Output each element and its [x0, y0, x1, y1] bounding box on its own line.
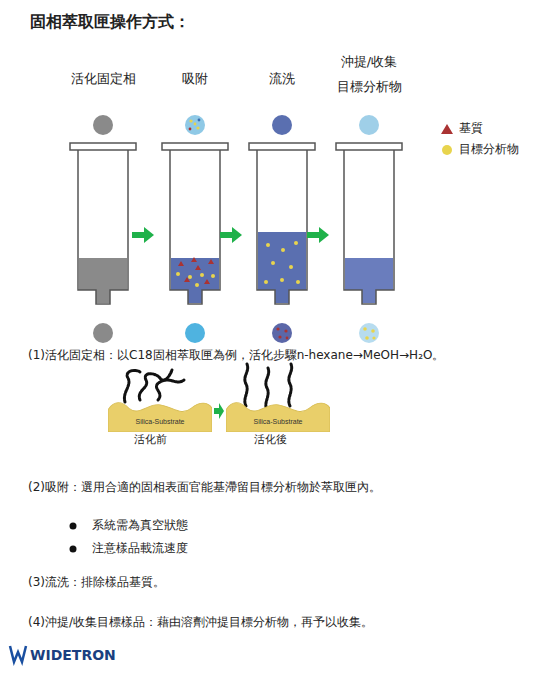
step-label: 流洗 — [269, 71, 295, 87]
legend-text: 目標分析物 — [459, 142, 519, 157]
silica-substrate: Silica-Substrate — [226, 398, 330, 432]
logo-text: WIDETRON — [30, 647, 116, 665]
silica-substrate: Silica-Substrate — [108, 398, 212, 432]
node-text: Silica-Substrate — [226, 418, 330, 425]
step-label: 沖提/收集 目標分析物 — [333, 50, 405, 99]
step-note: (1)活化固定相：以C18固相萃取匣為例，活化步驟n-hexane→MeOH→H… — [28, 348, 444, 363]
step-note: (3)流洗：排除樣品基質。 — [28, 575, 165, 590]
node-text: Silica-Substrate — [108, 418, 212, 425]
legend-text: 基質 — [459, 121, 483, 136]
caption-label: 活化前 — [134, 433, 167, 447]
caption-label: 活化後 — [254, 433, 287, 447]
legend-dot — [442, 145, 452, 155]
step-label: 吸附 — [182, 71, 208, 87]
step-note: (2)吸附：選用合適的固相表面官能基滯留目標分析物於萃取匣內。 — [28, 480, 381, 495]
bullet-text: 注意樣品載流速度 — [92, 541, 188, 556]
step-note: (4)沖提/收集目標樣品：藉由溶劑沖提目標分析物，再予以收集。 — [28, 615, 373, 630]
legend-triangle — [441, 124, 453, 134]
title: 固相萃取匣操作方式： — [30, 12, 190, 32]
bullet-text: 系統需為真空狀態 — [92, 518, 188, 533]
green-arrow — [214, 403, 224, 419]
step-label: 活化固定相 — [71, 71, 136, 87]
